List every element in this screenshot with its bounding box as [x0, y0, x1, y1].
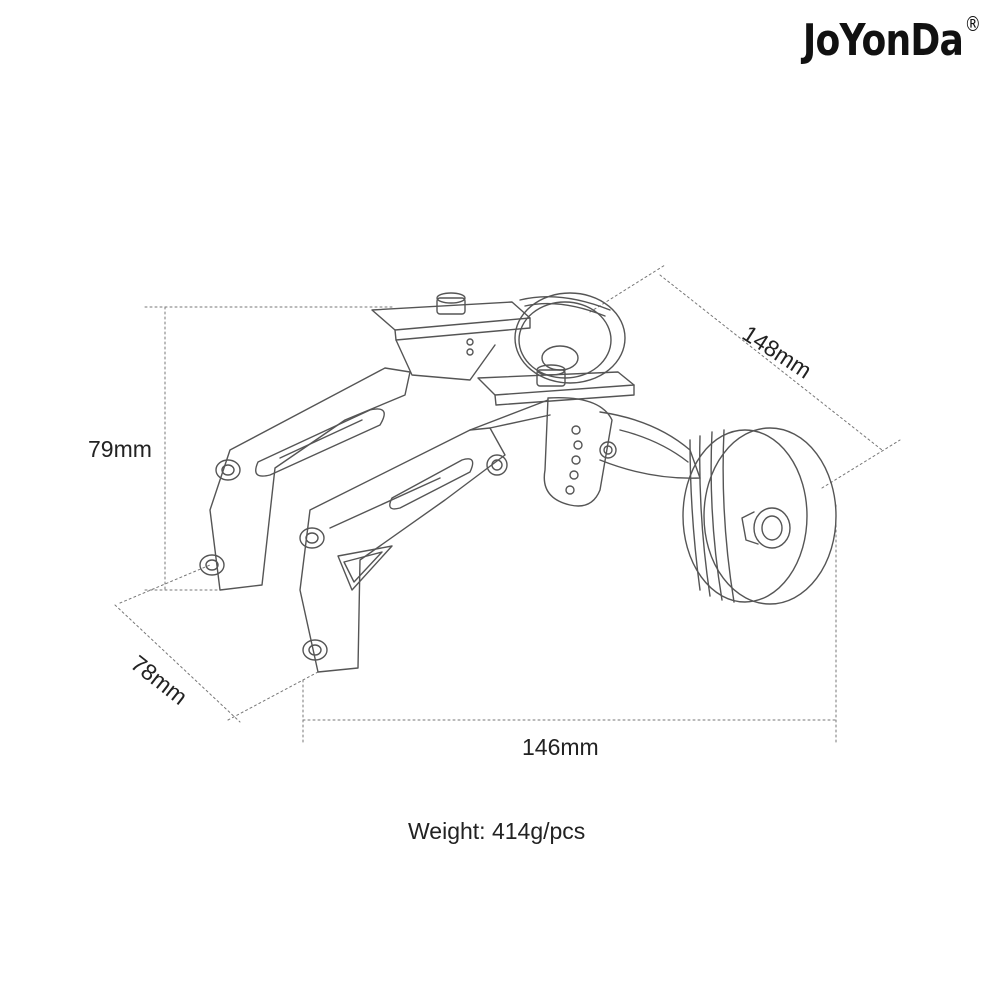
length-extension-b — [821, 439, 901, 489]
back-arm — [199, 367, 411, 591]
length-dim-line — [659, 274, 883, 451]
brand-name: JoYonDa — [802, 15, 964, 66]
weight-label: Weight: 414g/pcs — [408, 818, 586, 844]
height-dimension-label: 79mm — [88, 436, 152, 462]
registered-mark: ® — [964, 12, 980, 36]
upper-bracket — [371, 292, 531, 381]
center-hub — [486, 396, 613, 507]
depth-extension-a — [119, 564, 211, 604]
depth-extension-b — [227, 671, 319, 721]
depth-dim-line — [114, 604, 241, 723]
lower-bracket — [477, 364, 635, 406]
front-arm — [299, 399, 551, 673]
dimension-lines — [114, 264, 901, 743]
rear-wheel — [514, 292, 626, 384]
wheel-beam — [599, 411, 701, 479]
front-wheel — [682, 427, 837, 605]
brand-logo: JoYonDa® — [802, 12, 981, 66]
length-extension-a — [589, 264, 666, 313]
width-dimension-label: 146mm — [522, 734, 599, 760]
